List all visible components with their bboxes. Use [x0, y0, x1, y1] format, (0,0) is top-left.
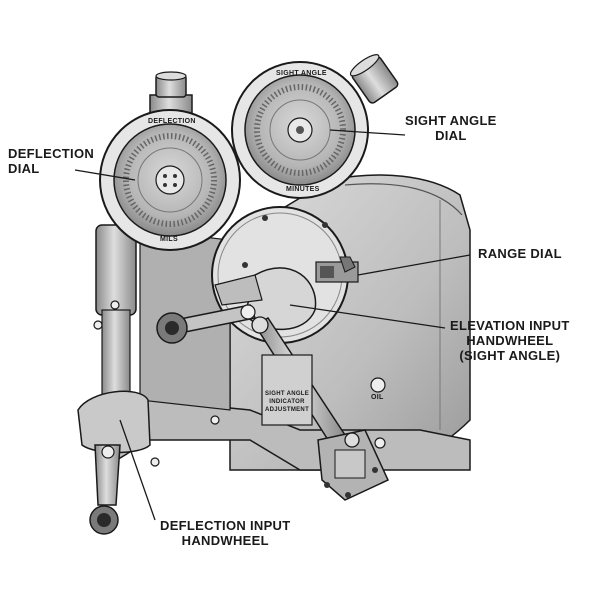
- leader-line-sight-angle-dial: [329, 129, 406, 136]
- deflection-handwheel: [77, 390, 151, 535]
- leader-line-deflection-handwheel: [119, 419, 156, 521]
- deflection-dial: [99, 109, 241, 251]
- sight-dial-top-text: SIGHT ANGLE: [276, 70, 327, 77]
- plate-text: SIGHT ANGLE INDICATOR ADJUSTMENT: [265, 391, 310, 413]
- base-bolt: [374, 437, 386, 449]
- leader-line-deflection-dial: [74, 169, 136, 181]
- label-deflection-input-handwheel: DEFLECTION INPUT HANDWHEEL: [160, 518, 291, 548]
- label-range-dial: RANGE DIAL: [478, 246, 562, 261]
- sight-angle-dial: [231, 61, 369, 199]
- label-sight-angle-dial: SIGHT ANGLE DIAL: [405, 113, 497, 143]
- deflection-dial-bottom-text: MILS: [160, 236, 178, 243]
- leader-line-range-dial: [357, 254, 471, 276]
- left-cylinder-bolt: [93, 320, 103, 330]
- leader-line-elevation-handwheel: [289, 304, 446, 329]
- sight-angle-top-knob: [349, 54, 399, 104]
- left-cylinder-bolt: [110, 300, 120, 310]
- oil-port-text: OIL: [371, 394, 384, 401]
- base-bolt: [150, 457, 160, 467]
- label-deflection-dial: DEFLECTION DIAL: [8, 146, 95, 176]
- housing-edge: [344, 183, 463, 216]
- adjustment-plate: [261, 354, 313, 426]
- deflection-dial-top-text: DEFLECTION: [148, 118, 196, 125]
- sight-dial-bottom-text: MINUTES: [286, 186, 320, 193]
- base-bolt: [210, 415, 220, 425]
- elevation-handwheel: [156, 267, 317, 344]
- deflection-top-cap-end: [155, 71, 187, 81]
- oil-port: [370, 377, 386, 393]
- label-elevation-input-handwheel: ELEVATION INPUT HANDWHEEL (SIGHT ANGLE): [450, 318, 570, 363]
